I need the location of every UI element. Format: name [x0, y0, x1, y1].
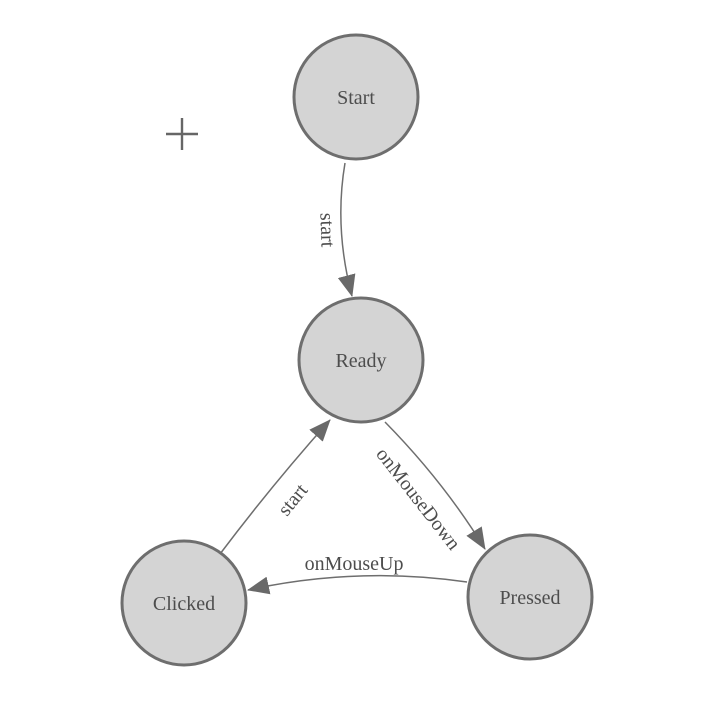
edge-clicked-to-ready[interactable]: start: [219, 419, 331, 555]
edge-ready-to-pressed[interactable]: onMouseDown: [371, 421, 486, 554]
edge-line[interactable]: [337, 162, 356, 297]
node-label: Start: [337, 87, 375, 109]
node-circle[interactable]: [297, 296, 425, 424]
node-label: Clicked: [153, 593, 215, 615]
edge-line[interactable]: [384, 421, 486, 550]
node-label: Ready: [335, 350, 386, 372]
node-circle[interactable]: [292, 33, 420, 161]
node-start[interactable]: Start: [292, 33, 420, 161]
node-label: Pressed: [499, 587, 560, 609]
edge-label: onMouseUp: [305, 553, 404, 575]
node-clicked[interactable]: Clicked: [120, 539, 248, 667]
edge-label: start: [274, 479, 313, 520]
node-ready[interactable]: Ready: [297, 296, 425, 424]
edge-line[interactable]: [219, 419, 331, 555]
edge-start-to-ready[interactable]: start: [315, 162, 356, 297]
crosshair-marker: [166, 118, 198, 150]
edge-pressed-to-clicked[interactable]: onMouseUp: [247, 553, 468, 595]
node-pressed[interactable]: Pressed: [466, 533, 594, 661]
edge-label: start: [315, 212, 338, 248]
edge-line[interactable]: [247, 574, 468, 595]
node-circle[interactable]: [120, 539, 248, 667]
node-circle[interactable]: [466, 533, 594, 661]
